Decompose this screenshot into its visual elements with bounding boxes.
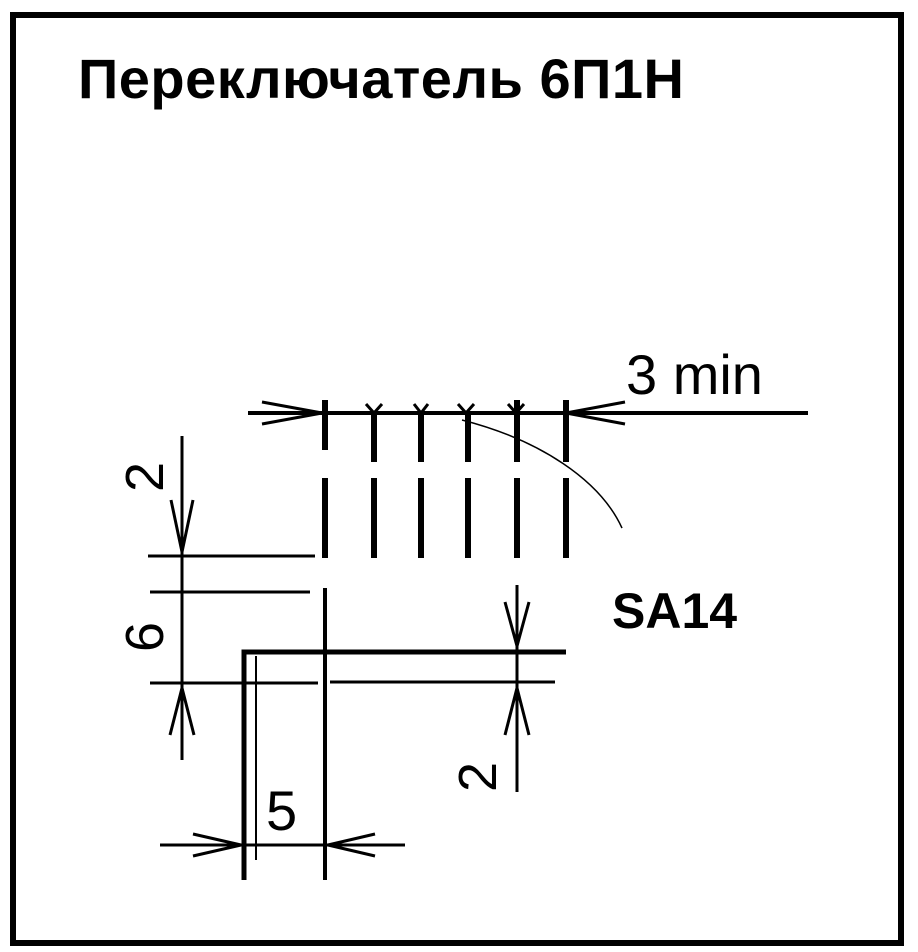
arrow-2-top (169, 499, 195, 553)
pitch-label: 3 min (626, 343, 763, 406)
dim-label-left: 6 (115, 622, 175, 652)
arrow-2-right-top (503, 601, 531, 652)
arrow-6-bottom (168, 687, 196, 736)
leader-arc (461, 419, 623, 529)
drawing-frame (10, 12, 904, 946)
arrow-2-right-bottom (503, 687, 531, 736)
designator-label: SA14 (612, 583, 737, 639)
dim-label-bottom: 5 (266, 779, 297, 842)
arrow-5-left (192, 832, 242, 858)
arrow-5-right (327, 832, 376, 858)
dim-label-right: 2 (448, 762, 508, 792)
pin-column-group (322, 400, 569, 558)
drawing-title: Переключатель 6П1Н (78, 47, 685, 110)
pad-outline (241, 649, 566, 880)
dim-label-top: 2 (115, 462, 175, 492)
